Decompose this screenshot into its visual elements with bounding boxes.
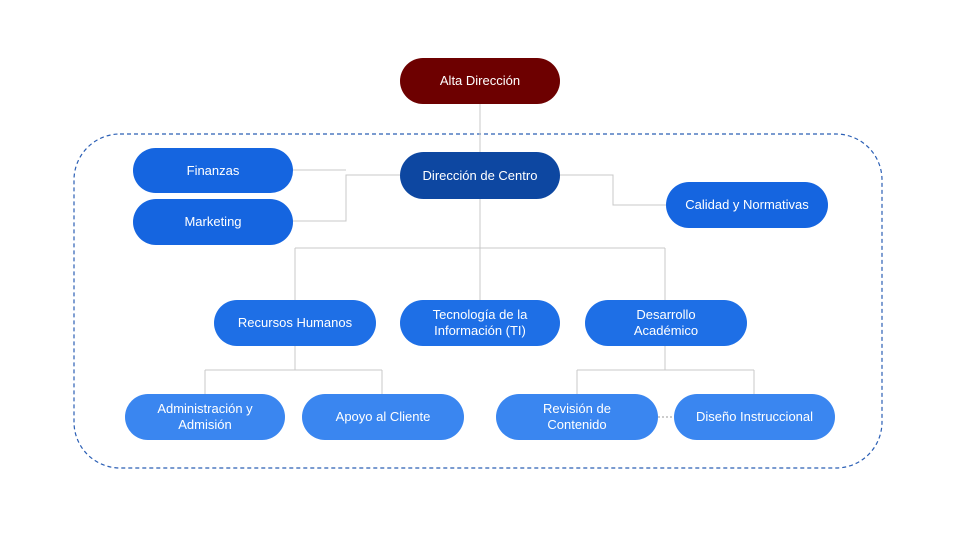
node-marketing[interactable]: Marketing (133, 199, 293, 245)
connectors (204, 104, 755, 394)
node-recursos-humanos[interactable]: Recursos Humanos (214, 300, 376, 346)
node-administracion-y-admision[interactable]: Administración y Admisión (125, 394, 285, 440)
centre-boundary (73, 133, 883, 469)
node-alta-direccion[interactable]: Alta Dirección (400, 58, 560, 104)
node-apoyo-al-cliente[interactable]: Apoyo al Cliente (302, 394, 464, 440)
node-diseno-instruccional[interactable]: Diseño Instruccional (674, 394, 835, 440)
node-desarrollo-academico[interactable]: Desarrollo Académico (585, 300, 747, 346)
node-calidad-y-normativas[interactable]: Calidad y Normativas (666, 182, 828, 228)
node-direccion-de-centro[interactable]: Dirección de Centro (400, 152, 560, 199)
node-revision-de-contenido[interactable]: Revisión de Contenido (496, 394, 658, 440)
node-finanzas[interactable]: Finanzas (133, 148, 293, 193)
node-tecnologia-informacion[interactable]: Tecnología de la Información (TI) (400, 300, 560, 346)
